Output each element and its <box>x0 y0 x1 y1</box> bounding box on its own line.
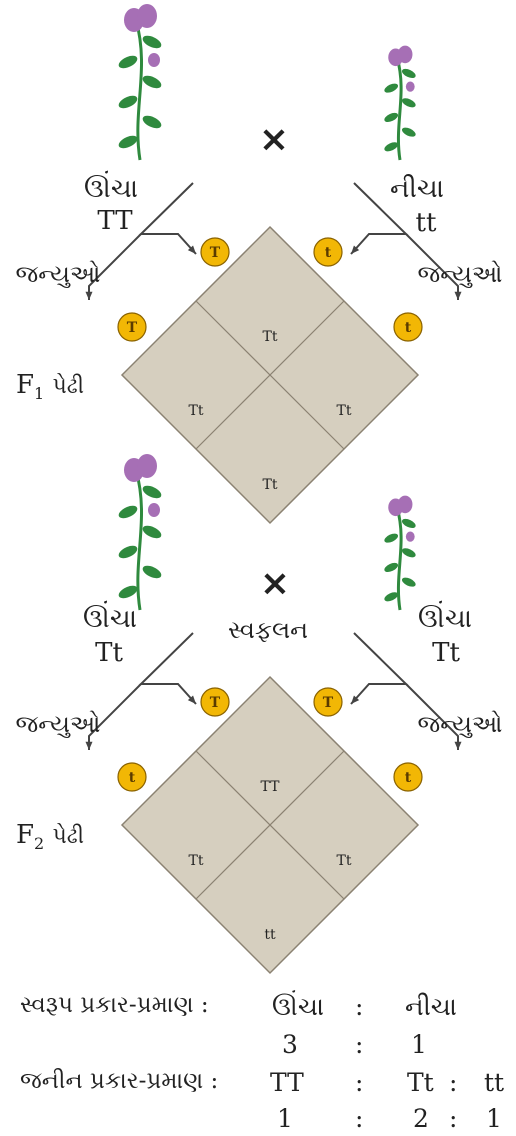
phenotype-value-tall: 3 <box>282 1030 298 1059</box>
phenotype-ratio-label: સ્વરૂપ પ્રકાર-પ્રમાણ : <box>20 992 209 1018</box>
f1-left-parent-plant <box>118 4 162 161</box>
svg-text:t: t <box>129 770 136 786</box>
f2-left-arrow-upper <box>138 632 197 705</box>
f1-gamete-right-1: t <box>313 237 343 267</box>
connector-lines-layer <box>85 182 462 750</box>
parent2-left-genotype: Tt <box>95 638 123 668</box>
genotype-value-tt: 1 <box>486 1104 502 1133</box>
f2-gamete-right-2: t <box>393 762 423 792</box>
f1-gamete-right-2: t <box>393 312 423 342</box>
genotype-class-Tt: Tt <box>407 1068 434 1097</box>
ratio-separator: : <box>449 1104 458 1133</box>
parent-left-trait: ઊંચા <box>83 174 139 204</box>
genotype-ratio-row: જનીન પ્રકાર-પ્રમાણ : TT : Tt : tt <box>0 1068 516 1100</box>
svg-text:t: t <box>325 245 332 261</box>
phenotype-value-short: 1 <box>411 1030 427 1059</box>
f1-right-arrow-upper <box>350 182 409 255</box>
f2-offspring-genotype-1: TT <box>261 779 281 795</box>
f2-gamete-left-1: T <box>200 687 230 717</box>
parent-left-genotype: TT <box>97 206 133 236</box>
phenotype-class-short: નીચા <box>405 992 457 1021</box>
svg-text:t: t <box>405 320 412 336</box>
parent-right-genotype: tt <box>415 208 437 238</box>
f2-right-parent-plant <box>384 495 416 611</box>
f2-gamete-right-1: T <box>313 687 343 717</box>
f1-offspring-genotype-2: Tt <box>189 403 204 419</box>
ratio-separator: : <box>355 1104 364 1133</box>
f1-right-parent-plant <box>384 45 416 161</box>
genotype-class-tt: tt <box>484 1068 505 1097</box>
gametes2-label-right: જન્યુઓ <box>417 710 503 738</box>
gametes-label-left: જન્યુઓ <box>15 260 101 288</box>
ratio-separator: : <box>355 1068 364 1097</box>
f1-offspring-genotype-3: Tt <box>337 403 352 419</box>
genotype-ratio-label: જનીન પ્રકાર-પ્રમાણ : <box>20 1068 219 1094</box>
f2-generation-label: F2 પેઢી <box>16 820 85 853</box>
genotype-value-TT: 1 <box>277 1104 293 1133</box>
f2-right-arrow-upper <box>350 632 409 705</box>
svg-text:T: T <box>323 695 334 711</box>
ratio-separator: : <box>449 1068 458 1097</box>
cross2-symbol: × <box>259 563 291 604</box>
cross-symbol: × <box>258 119 290 160</box>
ratio-separator: : <box>355 1030 364 1059</box>
phenotype-class-tall: ઊંચા <box>272 992 324 1021</box>
parent-right-trait: નીચા <box>390 174 444 204</box>
punnett-squares-layer <box>120 225 420 975</box>
genotype-values-row: 1 : 2 : 1 <box>0 1104 516 1136</box>
parent2-left-trait: ઊંચા <box>82 604 138 634</box>
parent2-right-trait: ઊંચા <box>417 604 473 634</box>
phenotype-values-row: 3 : 1 <box>0 1030 516 1062</box>
f2-offspring-genotype-4: tt <box>264 927 276 943</box>
gametes2-label-left: જન્યુઓ <box>15 710 101 738</box>
self-pollination-label: સ્વફલન <box>228 616 308 644</box>
svg-text:T: T <box>127 320 138 336</box>
gametes-label-right: જન્યુઓ <box>417 260 503 288</box>
f2-gamete-left-2: t <box>117 762 147 792</box>
svg-text:t: t <box>405 770 412 786</box>
f1-gamete-left-1: T <box>200 237 230 267</box>
f1-gamete-left-2: T <box>117 312 147 342</box>
f1-left-arrow-upper <box>138 182 197 255</box>
parent2-right-genotype: Tt <box>432 638 460 668</box>
phenotype-ratio-row: સ્વરૂપ પ્રકાર-પ્રમાણ : ઊંચા : નીચા <box>0 992 516 1024</box>
ratio-separator: : <box>355 992 364 1021</box>
f2-offspring-genotype-3: Tt <box>337 853 352 869</box>
f2-offspring-genotype-2: Tt <box>189 853 204 869</box>
svg-text:T: T <box>210 245 221 261</box>
f1-offspring-genotype-4: Tt <box>263 477 278 493</box>
f1-generation-label: F1 પેઢી <box>16 370 85 403</box>
f2-left-parent-plant <box>118 454 162 611</box>
f1-offspring-genotype-1: Tt <box>263 329 278 345</box>
svg-text:T: T <box>210 695 221 711</box>
genotype-class-TT: TT <box>270 1068 304 1097</box>
genotype-value-Tt: 2 <box>413 1104 429 1133</box>
